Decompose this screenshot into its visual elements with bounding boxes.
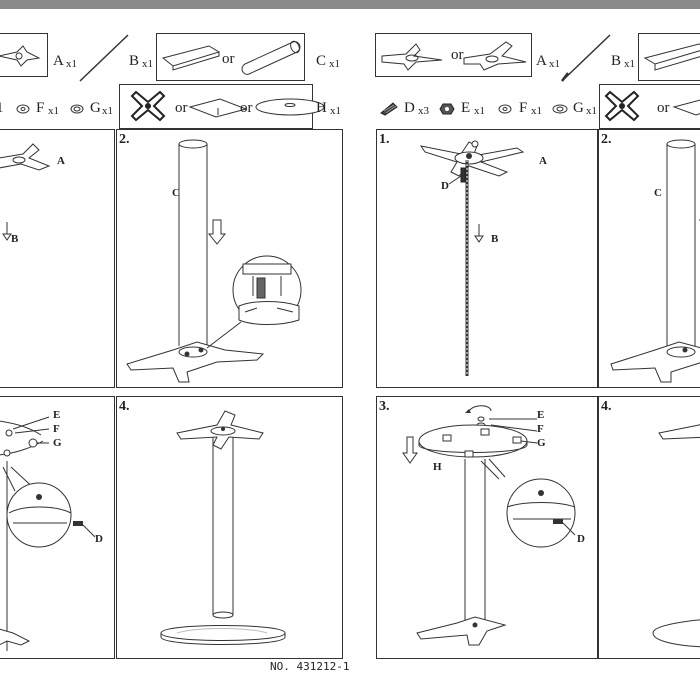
nut-e-icon — [439, 103, 455, 115]
right-rod-icon — [561, 34, 611, 82]
left-step-3-illustration — [0, 416, 96, 651]
left-step-1-label-b: B — [11, 233, 19, 245]
right-step-4-panel: 4. — [598, 396, 700, 659]
top-bar — [0, 0, 700, 9]
or-b-label: or — [222, 51, 235, 67]
right-part-g-label: G — [573, 100, 584, 116]
right-washer-f-icon — [498, 104, 512, 114]
right-column-icon — [643, 43, 700, 71]
right-step-3-label-f: F — [537, 423, 544, 435]
right-or-a-label: or — [451, 47, 464, 63]
right-step-1-label-a: A — [539, 155, 547, 167]
right-step-3-number: 3. — [379, 399, 390, 414]
rod-icon — [79, 34, 129, 82]
part-h-box — [119, 84, 325, 129]
or-h2-label: or — [240, 100, 253, 116]
left-step-2-panel: 2. C — [116, 129, 343, 388]
left-step-1-label-a: A — [57, 155, 65, 167]
right-step-3-label-h: H — [433, 461, 442, 473]
right-step-2-number: 2. — [601, 132, 612, 147]
left-step-3-label-f: F — [53, 423, 60, 435]
part-a-qty: x1 — [66, 58, 77, 70]
right-part-f-qty: x1 — [531, 105, 542, 117]
right-part-d-label: D — [404, 100, 415, 116]
part-f-label: F — [36, 100, 45, 116]
right-step-3-label-g: G — [537, 437, 546, 449]
washer-g-icon — [70, 104, 84, 114]
right-step-2-label-c: C — [654, 187, 662, 199]
part-b-c-box — [156, 33, 305, 81]
part-c-qty: x1 — [329, 58, 340, 70]
part-f-qty: x1 — [48, 105, 59, 117]
right-part-h-box — [599, 84, 700, 129]
right-part-b-qty: x1 — [624, 58, 635, 70]
left-step-3-panel: E F G D — [0, 396, 115, 659]
right-part-a-label: A — [536, 53, 547, 69]
right-part-f-label: F — [519, 100, 528, 116]
right-step-1-label-d: D — [441, 180, 449, 192]
top-plate-options-icon — [130, 90, 325, 122]
left-step-4-illustration — [160, 410, 286, 645]
washer-f-icon — [16, 104, 30, 114]
left-step-3-label-e: E — [53, 409, 61, 421]
right-part-e-qty: x1 — [474, 105, 485, 117]
right-top-plate-options-icon — [604, 90, 700, 122]
right-step-4-number: 4. — [601, 399, 612, 414]
left-step-4-number: 4. — [119, 399, 130, 414]
left-step-1-illustration — [0, 143, 51, 241]
part-a-label: A — [53, 53, 64, 69]
right-part-a-box — [375, 33, 532, 77]
part-b-qty: x1 — [142, 58, 153, 70]
right-part-d-qty: x3 — [418, 105, 429, 117]
right-step-3-panel: 3. E F G H D — [376, 396, 598, 659]
right-step-1-label-b: B — [491, 233, 499, 245]
left-step-4-panel: 4. — [116, 396, 343, 659]
right-step-2-panel: 2. C — [598, 129, 700, 388]
left-step-2-illustration — [126, 139, 302, 383]
lead-qty: 1 — [0, 101, 4, 116]
left-step-2-number: 2. — [119, 132, 130, 147]
part-h-qty: x1 — [330, 105, 341, 117]
cross-base-icon — [0, 45, 41, 67]
left-step-3-label-g: G — [53, 437, 62, 449]
column-options-icon — [161, 40, 301, 75]
left-step-1-panel: A B — [0, 129, 115, 388]
right-step-2-illustration — [610, 139, 700, 383]
right-step-3-label-e: E — [537, 409, 545, 421]
right-step-1-illustration — [419, 140, 525, 376]
right-or-h-label: or — [657, 100, 670, 116]
right-washer-g-icon — [552, 104, 568, 114]
part-a-box — [0, 33, 48, 77]
right-step-3-label-d: D — [577, 533, 585, 545]
document-number: NO. 431212-1 — [270, 660, 350, 673]
left-step-2-label-c: C — [172, 187, 180, 199]
part-g-qty: x1 — [102, 105, 113, 117]
right-step-3-illustration — [402, 405, 576, 646]
right-part-b-label: B — [611, 53, 622, 69]
right-part-b-box — [638, 33, 700, 81]
part-h-label: H — [316, 100, 327, 116]
cross-base-options-icon — [381, 41, 527, 71]
left-step-3-label-d: D — [95, 533, 103, 545]
part-g-label: G — [90, 100, 101, 116]
part-b-label: B — [129, 53, 140, 69]
right-part-e-label: E — [461, 100, 471, 116]
right-step-1-panel: 1. A D B — [376, 129, 598, 388]
right-step-1-number: 1. — [379, 132, 390, 147]
or-h1-label: or — [175, 100, 188, 116]
part-c-label: C — [316, 53, 327, 69]
bolt-d-icon — [380, 102, 398, 116]
right-part-g-qty: x1 — [586, 105, 597, 117]
right-step-4-illustration — [652, 424, 700, 648]
right-part-a-qty: x1 — [549, 58, 560, 70]
